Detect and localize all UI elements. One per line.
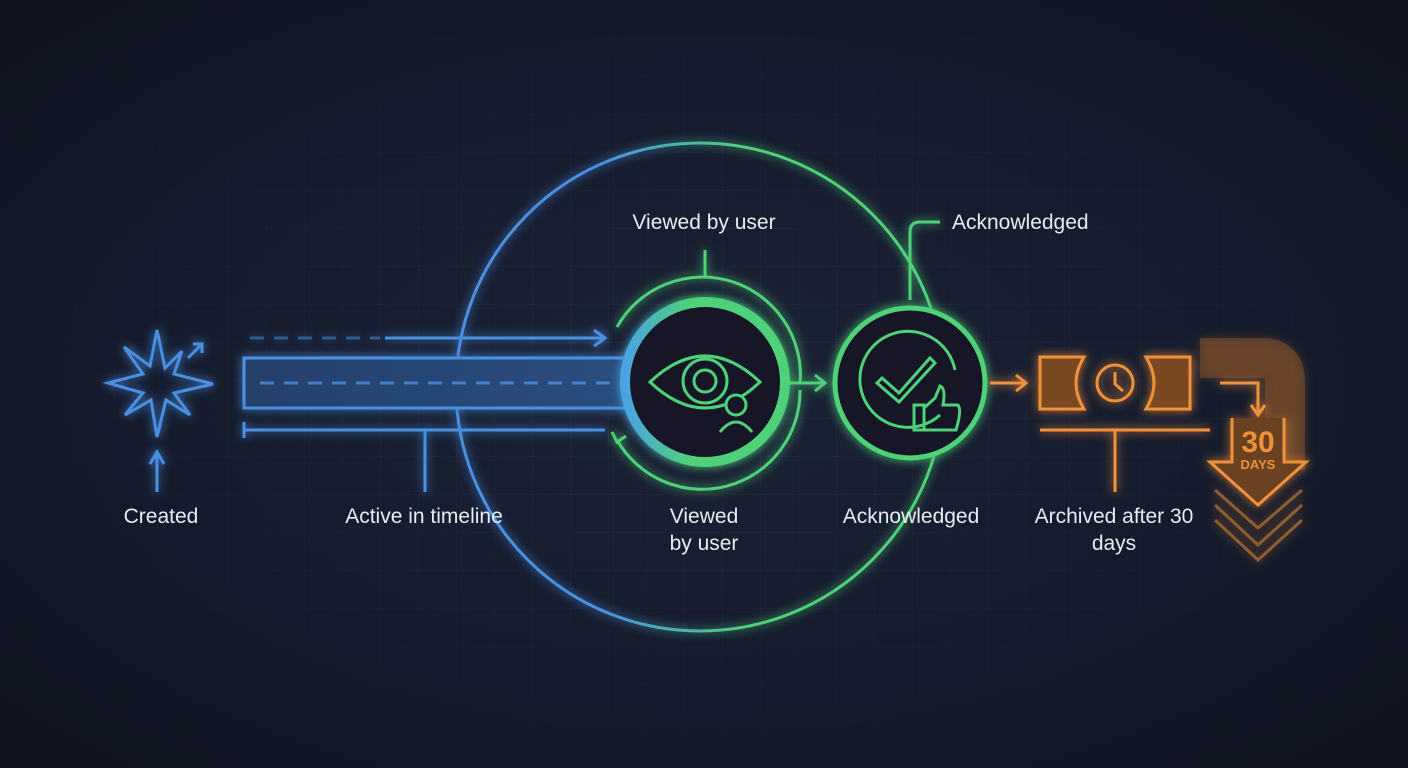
active-label: Active in timeline [345,505,503,528]
clock-icon [1038,338,1310,563]
viewed-top-label: Viewed by user [632,211,776,234]
archive-days-unit: DAYS [1241,457,1276,472]
acknowledged-top-label: Acknowledged [952,211,1089,234]
acknowledged-label: Acknowledged [842,505,980,528]
starburst-icon [102,329,214,492]
created-label: Created [123,505,199,528]
archive-days-number: 30 [1241,426,1274,459]
archived-label: Archived after 30 days [1034,505,1194,555]
check-thumbs-up-icon [832,220,1029,461]
calendar-stack-icon [1213,488,1304,563]
eye-user-icon [610,250,828,491]
viewed-label: Viewed by user [669,505,739,555]
timeline-bar-icon [242,328,636,492]
